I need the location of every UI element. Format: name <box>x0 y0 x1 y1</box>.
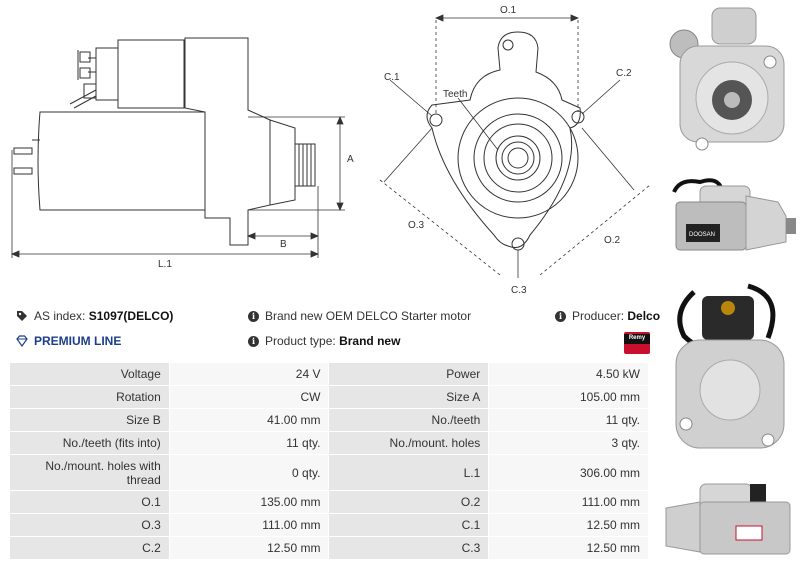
spec-value: 105.00 mm <box>488 385 649 409</box>
spec-row: No./teeth (fits into)11 qty.No./mount. h… <box>9 431 649 455</box>
product-type-label: Product type: <box>265 334 336 348</box>
spec-value: 306.00 mm <box>488 454 649 491</box>
spec-value: 111.00 mm <box>168 513 330 537</box>
technical-drawings: A B L.1 <box>0 0 660 300</box>
spec-value: 12.50 mm <box>488 536 649 560</box>
dimension-label-teeth: Teeth <box>443 89 467 100</box>
spec-label: Size A <box>328 385 490 409</box>
spec-label: Rotation <box>9 385 170 409</box>
info-icon: i <box>248 310 259 322</box>
spec-value: 41.00 mm <box>168 408 330 432</box>
info-icon: i <box>248 335 259 347</box>
producer-logo: Remy <box>624 332 650 354</box>
producer-value: Delco <box>627 309 661 323</box>
description-row: i Brand new OEM DELCO Starter motor <box>248 309 471 323</box>
spec-label: No./teeth <box>328 408 490 432</box>
spec-value: 24 V <box>168 362 330 386</box>
index-row: AS index: S1097(DELCO) <box>16 309 173 323</box>
spec-label: Voltage <box>9 362 170 386</box>
spec-label: C.1 <box>328 513 490 537</box>
spec-label: O.2 <box>328 490 490 514</box>
side-view-drawing: A B L.1 <box>10 37 354 270</box>
spec-value: 11 qty. <box>488 408 649 432</box>
product-type-row: i Product type: Brand new <box>248 334 400 348</box>
spec-label: Power <box>328 362 490 386</box>
producer-row: i Producer: Delco <box>555 309 660 323</box>
tag-icon <box>17 311 27 321</box>
spec-label: L.1 <box>328 454 490 491</box>
dimension-label-o2: O.2 <box>604 235 621 246</box>
product-type-value: Brand new <box>339 334 401 348</box>
dimension-label-a: A <box>347 154 354 165</box>
brand-label: DOOSAN <box>689 232 715 238</box>
spec-value: 135.00 mm <box>168 490 330 514</box>
spec-label: No./mount. holes with thread <box>9 454 170 491</box>
dimension-label-b: B <box>280 239 287 250</box>
dimension-label-o3: O.3 <box>408 220 425 231</box>
dimension-label-l1: L.1 <box>158 259 172 270</box>
spec-value: 12.50 mm <box>168 536 330 560</box>
spec-value: 12.50 mm <box>488 513 649 537</box>
spec-label: No./mount. holes <box>328 431 490 455</box>
spec-label: C.2 <box>9 536 170 560</box>
front-view-drawing: O.1 C.1 C.2 Teeth O.3 O.2 C.3 <box>379 5 650 296</box>
dimension-label-c3: C.3 <box>511 285 527 296</box>
dimension-label-o1: O.1 <box>500 5 517 16</box>
spec-label: O.3 <box>9 513 170 537</box>
dimension-label-c1: C.1 <box>384 72 400 83</box>
premium-line-row[interactable]: PREMIUM LINE <box>16 334 121 348</box>
diamond-icon <box>16 335 28 347</box>
spec-label: C.3 <box>328 536 490 560</box>
producer-label: Producer: <box>572 309 625 323</box>
spec-label: Size B <box>9 408 170 432</box>
spec-value: 0 qty. <box>168 454 330 491</box>
product-photo-rear[interactable] <box>664 272 798 458</box>
product-photo-side[interactable]: DOOSAN <box>660 172 800 262</box>
spec-label: No./teeth (fits into) <box>9 431 170 455</box>
spec-value: 111.00 mm <box>488 490 649 514</box>
dimension-label-c2: C.2 <box>616 68 632 79</box>
info-icon: i <box>555 310 566 322</box>
spec-label: O.1 <box>9 490 170 514</box>
spec-value: CW <box>168 385 330 409</box>
description-text: Brand new OEM DELCO Starter motor <box>265 309 472 323</box>
index-label: AS index: <box>34 309 86 323</box>
product-photo-angle[interactable] <box>664 474 798 564</box>
index-value: S1097(DELCO) <box>88 309 174 323</box>
spec-value: 3 qty. <box>488 431 649 455</box>
spec-value: 11 qty. <box>168 431 330 455</box>
spec-value: 4.50 kW <box>488 362 649 386</box>
premium-line-label[interactable]: PREMIUM LINE <box>34 334 122 348</box>
product-photo-front[interactable] <box>662 2 790 162</box>
